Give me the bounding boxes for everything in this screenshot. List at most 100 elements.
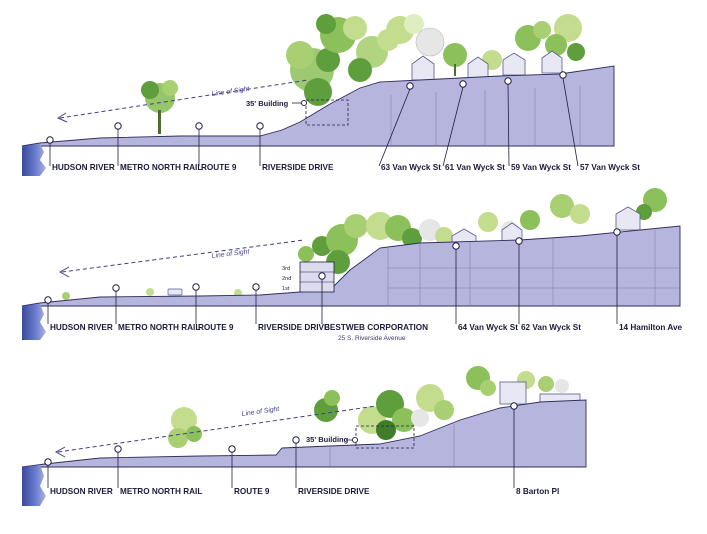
section-1-houses [411,50,563,81]
marker-label: RIVERSIDE DRIVE [262,163,334,172]
line-of-sight-arrow [61,239,305,273]
marker-63-van-wyck: 63 Van Wyck St [378,82,441,172]
tree [550,194,590,224]
building-callout: 35' Building [246,99,308,108]
marker-label: 8 Barton Pl [516,487,559,496]
marker-hudson-river: HUDSON RIVER [44,296,113,332]
tree [141,80,178,134]
marker-label: 63 Van Wyck St [381,163,441,172]
floor-label: 3rd [282,266,290,272]
marker-57-van-wyck: 57 Van Wyck St [559,71,640,172]
marker-metro-north-rail: METRO NORTH RAIL [112,284,200,332]
tree [348,29,399,82]
marker-14-hamilton-ave: 14 Hamilton Ave [613,228,683,332]
marker-label: HUDSON RIVER [50,487,113,496]
section-2-dividers [387,230,680,306]
building-callout: 35' Building [306,435,359,444]
line-of-sight-arrow [57,405,377,453]
bestweb-building: 3rd 2nd 1st [282,261,335,293]
section-3-water [22,465,46,506]
tree [515,21,551,51]
tree [411,384,454,427]
marker-route-9: ROUTE 9 [192,283,234,332]
section-1-markers: HUDSON RIVER METRO NORTH RAIL ROUTE 9 RI… [46,71,640,172]
marker-62-van-wyck: 62 Van Wyck St [515,237,581,332]
marker-8-barton-pl: 8 Barton Pl [510,402,559,496]
tree [517,371,569,393]
marker-64-van-wyck: 64 Van Wyck St [452,242,518,332]
tree [415,27,445,57]
tree [314,390,340,422]
tree [545,14,585,61]
marker-label: 57 Van Wyck St [580,163,640,172]
section-2-terrain [21,225,681,307]
tree [636,188,667,220]
marker-label: 64 Van Wyck St [458,323,518,332]
marker-metro-north-rail: METRO NORTH RAIL [114,445,202,496]
tree [358,390,416,440]
marker-route-9: ROUTE 9 [228,445,270,496]
marker-label: 59 Van Wyck St [511,163,571,172]
marker-metro-north-rail: METRO NORTH RAIL [114,122,202,172]
section-3-trees [168,366,569,448]
marker-label: ROUTE 9 [201,163,237,172]
marker-59-van-wyck: 59 Van Wyck St [504,77,571,172]
tree [366,212,422,248]
section-1-water [22,144,46,176]
house [541,50,563,74]
line-of-sight-label: Line of Sight [211,86,250,98]
section-1-dividers [390,86,581,146]
section-3-terrain [21,399,587,468]
floor-label: 1st [282,286,290,292]
section-1: Line of Sight 35' Building HUDSON RIVER … [21,14,640,176]
house [502,52,526,76]
section-1-trees [141,14,585,134]
marker-label: ROUTE 9 [234,487,270,496]
building-callout-label: 35' Building [246,99,289,108]
marker-label: METRO NORTH RAIL [120,163,202,172]
house [499,381,527,405]
tree [419,219,453,245]
section-2-houses [167,206,641,296]
building-outline [305,99,349,126]
marker-label: HUDSON RIVER [52,163,115,172]
marker-bestweb-corporation: BESTWEB CORPORATION 25 S. Riverside Aven… [318,272,428,342]
marker-riverside-drive: RIVERSIDE DRIVE [292,436,370,496]
house [411,55,435,81]
section-3-markers: HUDSON RIVER METRO NORTH RAIL ROUTE 9 RI… [44,402,559,496]
tree [168,407,202,448]
marker-hudson-river: HUDSON RIVER [46,136,115,172]
tree [386,14,424,44]
house [167,288,183,296]
marker-label: ROUTE 9 [198,323,234,332]
marker-label: HUDSON RIVER [50,323,113,332]
section-2-markers: HUDSON RIVER METRO NORTH RAIL ROUTE 9 RI… [44,228,683,342]
marker-route-9: ROUTE 9 [195,122,237,172]
marker-label: RIVERSIDE DRIVE [258,323,330,332]
line-of-sight-arrowhead [58,266,70,278]
tree [466,366,496,396]
line-of-sight-label: Line of Sight [211,248,250,260]
floor-label: 2nd [282,276,291,282]
marker-label: 62 Van Wyck St [521,323,581,332]
marker-sublabel: 25 S. Riverside Avenue [338,335,406,342]
section-3: Line of Sight 35' Building HUDSON RIVER … [21,366,587,506]
marker-label: RIVERSIDE DRIVE [298,487,370,496]
line-of-sight-arrowhead [56,112,68,123]
tree [316,14,367,53]
marker-label: 14 Hamilton Ave [619,323,683,332]
building-callout-label: 35' Building [306,435,349,444]
marker-label: BESTWEB CORPORATION [324,323,428,332]
marker-label: 61 Van Wyck St [445,163,505,172]
marker-61-van-wyck: 61 Van Wyck St [442,80,505,172]
marker-riverside-drive: RIVERSIDE DRIVE [256,122,334,172]
line-of-sight-arrowhead [54,446,66,458]
marker-hudson-river: HUDSON RIVER [44,458,113,496]
tree [286,41,340,106]
marker-label: METRO NORTH RAIL [118,323,200,332]
tree [520,210,540,230]
marker-label: METRO NORTH RAIL [120,487,202,496]
section-3-dividers [329,424,455,467]
